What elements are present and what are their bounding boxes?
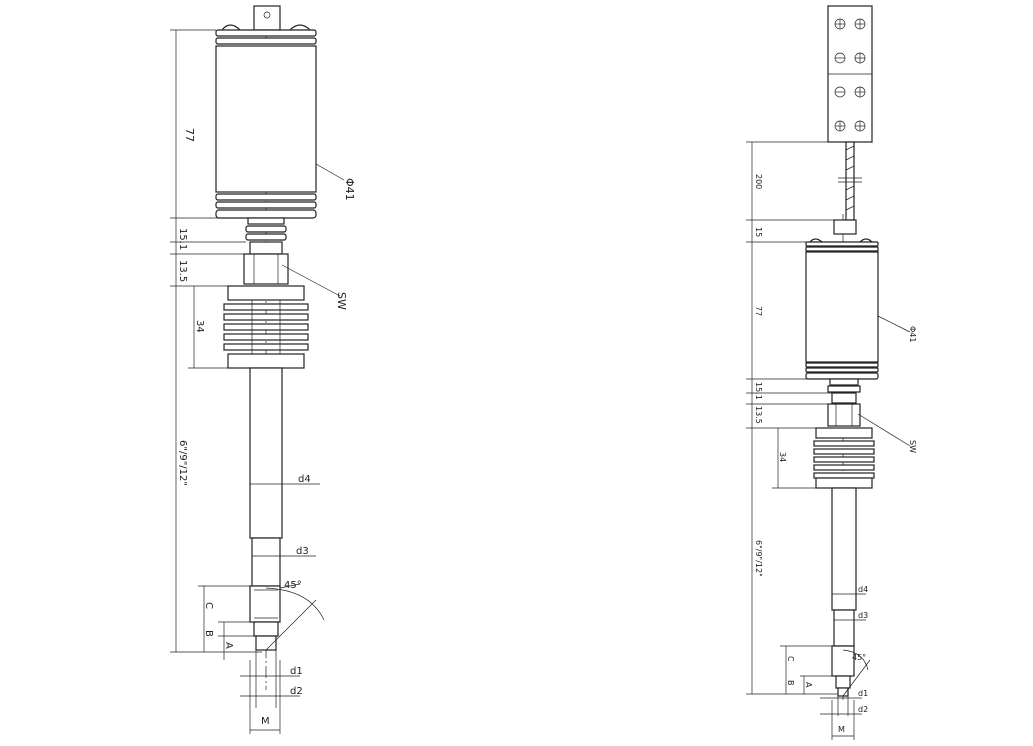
right-dim-200: 200 <box>754 174 763 189</box>
left-dim-m: M <box>261 716 270 727</box>
right-dim-d1: d1 <box>858 689 868 698</box>
left-dim-c: C <box>203 602 214 609</box>
left-connector-hole <box>263 11 271 19</box>
left-top-connector <box>221 5 311 31</box>
left-cooling-fins <box>223 285 309 369</box>
right-cooling-fins <box>813 427 875 489</box>
right-terminal-block <box>827 5 873 143</box>
left-dim-13-5: 13.5 <box>177 260 188 282</box>
left-dim-d1: d1 <box>290 666 303 677</box>
left-dim-a: A <box>223 642 234 649</box>
right-dim-15-1: 15.1 <box>754 382 763 400</box>
terminal-screw-icon <box>834 18 866 132</box>
left-angle-arc <box>265 587 325 621</box>
left-dim-angle: 45° <box>284 580 302 591</box>
left-dim-b: B <box>203 630 214 637</box>
left-neck <box>245 217 287 255</box>
left-rod <box>249 367 283 651</box>
left-dim-sw: SW <box>335 292 348 310</box>
left-hex-nut <box>243 253 289 285</box>
right-neck-hex <box>827 378 861 427</box>
left-view: 77 15.1 13.5 34 6"/9"/12" Φ41 SW d4 d3 4… <box>170 5 356 734</box>
left-dim-15-1: 15.1 <box>177 228 188 250</box>
right-cable <box>833 141 862 235</box>
right-dim-angle: 45° <box>852 653 866 662</box>
right-housing <box>805 238 879 380</box>
right-dim-77: 77 <box>754 306 763 316</box>
left-dim-77: 77 <box>183 128 196 142</box>
left-dim-d4: d4 <box>298 474 311 485</box>
right-dim-d3: d3 <box>858 611 868 620</box>
right-dim-34: 34 <box>778 452 787 462</box>
right-dim-d2: d2 <box>858 705 868 714</box>
right-dim-15: 15 <box>754 227 763 237</box>
right-rod <box>831 487 857 697</box>
right-dim-diameter: Φ41 <box>908 326 917 342</box>
right-dim-13-5: 13.5 <box>754 406 763 424</box>
left-screw-head <box>221 24 241 31</box>
right-dim-b: B <box>786 680 795 686</box>
right-dim-c: C <box>786 656 795 662</box>
left-dim-stroke: 6"/9"/12" <box>177 440 188 486</box>
right-dim-m: M <box>838 725 845 734</box>
right-dim-a: A <box>804 682 813 688</box>
right-dim-d4: d4 <box>858 585 868 594</box>
right-dim-stroke: 6"/9"/12" <box>754 540 763 577</box>
left-dim-d2: d2 <box>290 686 303 697</box>
left-dim-diameter: Φ41 <box>343 178 356 201</box>
left-housing <box>215 29 317 219</box>
right-dim-sw: SW <box>908 440 917 453</box>
left-screw-head <box>289 24 311 31</box>
right-view: 200 15 77 15.1 13.5 34 6"/9"/12" Φ41 SW … <box>746 5 917 740</box>
left-dim-d3: d3 <box>296 546 309 557</box>
left-dim-34: 34 <box>194 320 205 333</box>
